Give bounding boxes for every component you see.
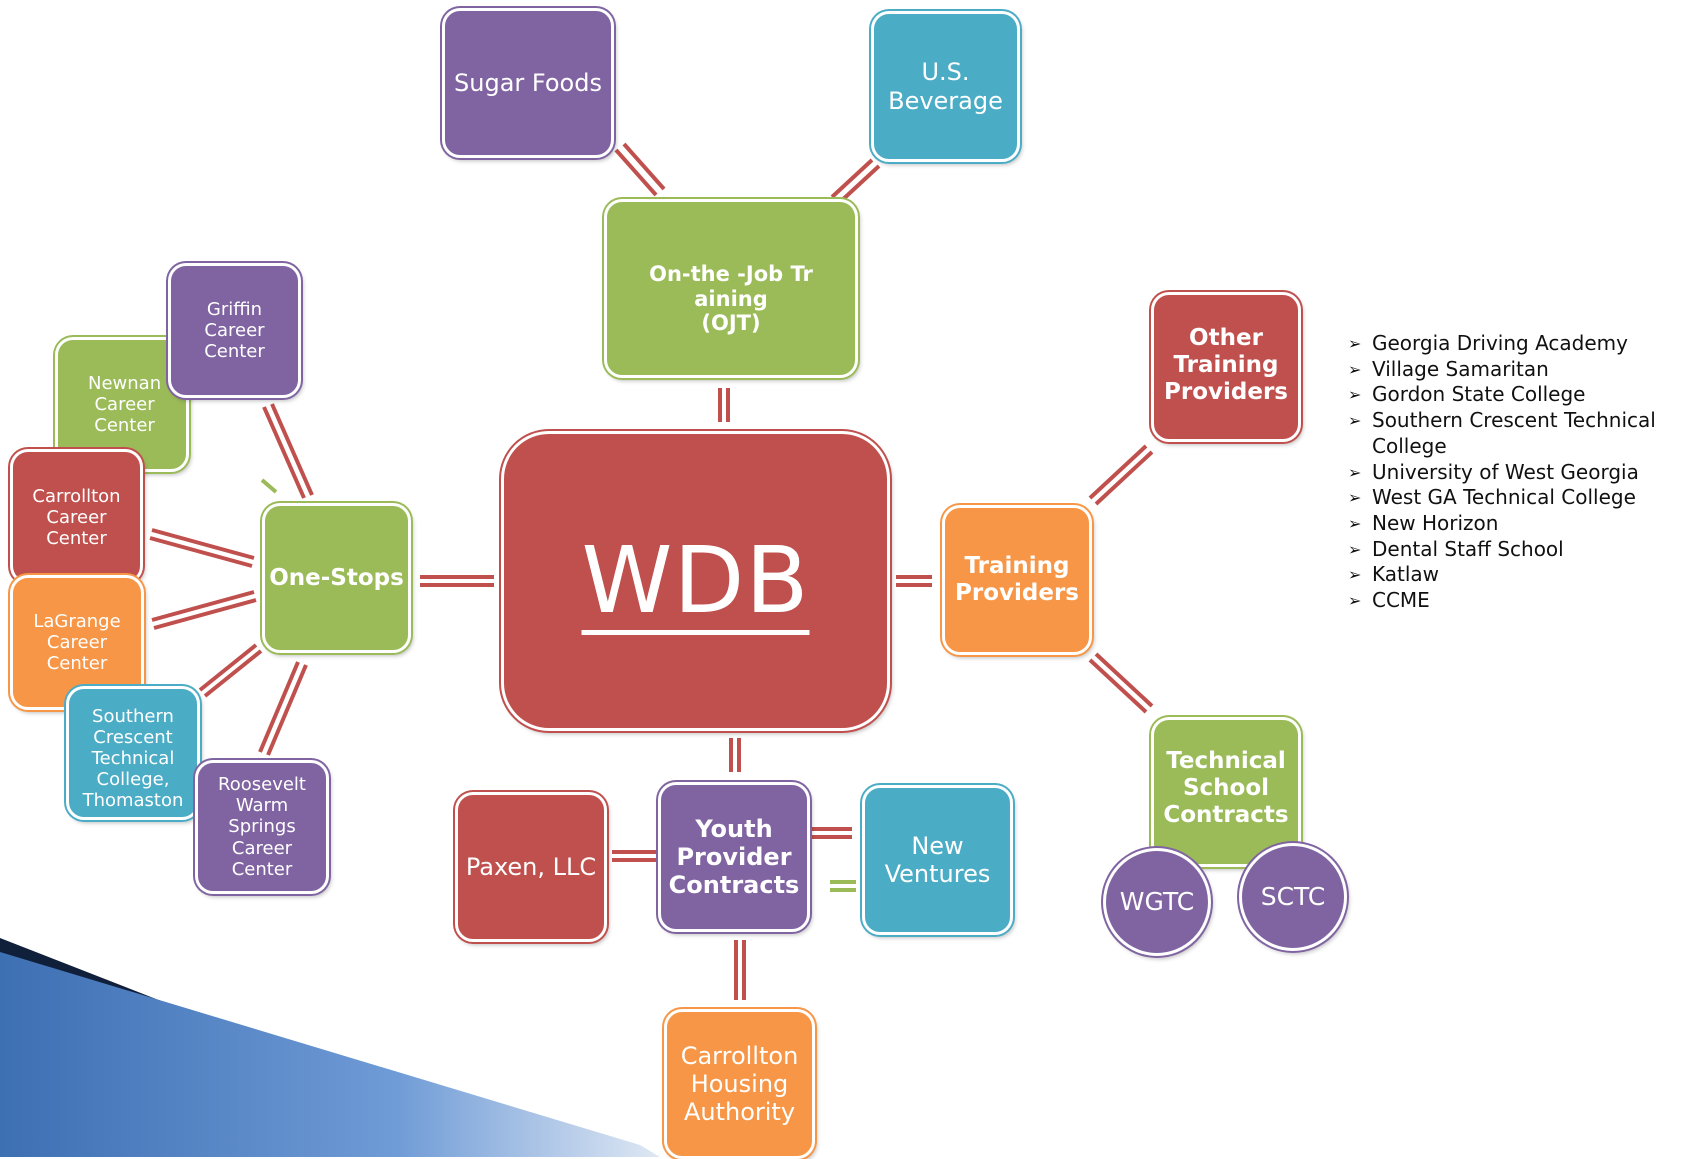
lagrange-label: LaGrange Career Center <box>33 610 121 675</box>
wgtc-node[interactable]: WGTC <box>1103 848 1211 956</box>
connector-line <box>1094 450 1154 506</box>
list-item: Georgia Driving Academy <box>1348 331 1683 357</box>
list-item: Dental Staff School <box>1348 537 1683 563</box>
griffin-label: Griffin Career Center <box>204 298 265 363</box>
ojt-node[interactable]: On-the -Job Tr aining (OJT) <box>604 199 858 378</box>
lagrange-career-center-node[interactable]: LaGrange Career Center <box>10 575 144 710</box>
connector-line <box>151 528 255 560</box>
connector-line <box>837 164 881 205</box>
connector-line <box>1094 652 1154 708</box>
sctc-node[interactable]: SCTC <box>1239 843 1347 951</box>
list-item: New Horizon <box>1348 511 1683 537</box>
connector-line <box>260 478 278 494</box>
connector-line <box>262 406 306 499</box>
connector-line <box>153 598 257 630</box>
sugar-foods-node[interactable]: Sugar Foods <box>442 8 614 158</box>
connector-line <box>830 158 874 199</box>
technical-school-contracts-label: Technical School Contracts <box>1163 748 1289 828</box>
carrollton-career-center-node[interactable]: Carrollton Career Center <box>10 449 143 584</box>
sctc-label: SCTC <box>1260 882 1326 912</box>
new-ventures-label: New Ventures <box>884 831 991 888</box>
wdb-center-node[interactable]: WDB <box>501 431 890 731</box>
connector-line <box>258 661 300 753</box>
carrollton-label: Carrollton Career Center <box>32 486 121 550</box>
list-item: CCME <box>1348 588 1683 614</box>
wdb-label: WDB <box>581 527 810 635</box>
other-training-providers-node[interactable]: Other Training Providers <box>1151 292 1301 442</box>
training-providers-label: Training Providers <box>955 553 1079 606</box>
connector-line <box>198 643 258 692</box>
us-beverage-label: U.S. Beverage <box>888 58 1003 115</box>
paxen-label: Paxen, LLC <box>465 852 597 881</box>
us-beverage-node[interactable]: U.S. Beverage <box>871 11 1020 162</box>
newnan-label: Newnan Career Center <box>88 372 162 437</box>
connector-line <box>1088 658 1148 714</box>
wgtc-label: WGTC <box>1119 887 1195 917</box>
list-item: Gordon State College <box>1348 382 1683 408</box>
sugar-foods-label: Sugar Foods <box>454 68 602 97</box>
connector-line <box>151 590 255 622</box>
roosevelt-label: Roosevelt Warm Springs Career Center <box>218 774 306 880</box>
youth-provider-contracts-node[interactable]: Youth Provider Contracts <box>658 782 810 932</box>
list-item: Southern Crescent Technical College <box>1348 408 1683 459</box>
list-item: Katlaw <box>1348 562 1683 588</box>
new-ventures-node[interactable]: New Ventures <box>862 785 1013 935</box>
southern-crescent-thomaston-node[interactable]: Southern Crescent Technical College, Tho… <box>66 686 200 820</box>
one-stops-label: One-Stops <box>269 564 404 591</box>
connector-line <box>149 536 253 568</box>
carrollton-housing-authority-label: Carrollton Housing Authority <box>680 1041 799 1127</box>
ojt-label: On-the -Job Tr aining (OJT) <box>649 262 813 336</box>
connector-line <box>614 148 658 197</box>
griffin-career-center-node[interactable]: Griffin Career Center <box>168 263 301 398</box>
other-providers-list: Georgia Driving Academy Village Samarita… <box>1348 331 1683 614</box>
southern-crescent-label: Southern Crescent Technical College, Tho… <box>82 705 184 811</box>
other-training-providers-label: Other Training Providers <box>1164 325 1288 405</box>
training-providers-node[interactable]: Training Providers <box>942 505 1092 655</box>
connector-line <box>266 664 308 756</box>
paxen-node[interactable]: Paxen, LLC <box>455 792 607 942</box>
list-item: University of West Georgia <box>1348 460 1683 486</box>
youth-provider-contracts-label: Youth Provider Contracts <box>668 814 800 900</box>
roosevelt-warm-springs-node[interactable]: Roosevelt Warm Springs Career Center <box>195 760 329 894</box>
connector-line <box>203 649 263 698</box>
list-item: West GA Technical College <box>1348 485 1683 511</box>
connector-line <box>270 403 314 496</box>
carrollton-housing-authority-node[interactable]: Carrollton Housing Authority <box>664 1009 815 1159</box>
connector-line <box>622 142 666 191</box>
technical-school-contracts-node[interactable]: Technical School Contracts <box>1151 717 1301 867</box>
one-stops-node[interactable]: One-Stops <box>262 503 411 653</box>
list-item: Village Samaritan <box>1348 357 1683 383</box>
connector-line <box>1088 444 1148 500</box>
